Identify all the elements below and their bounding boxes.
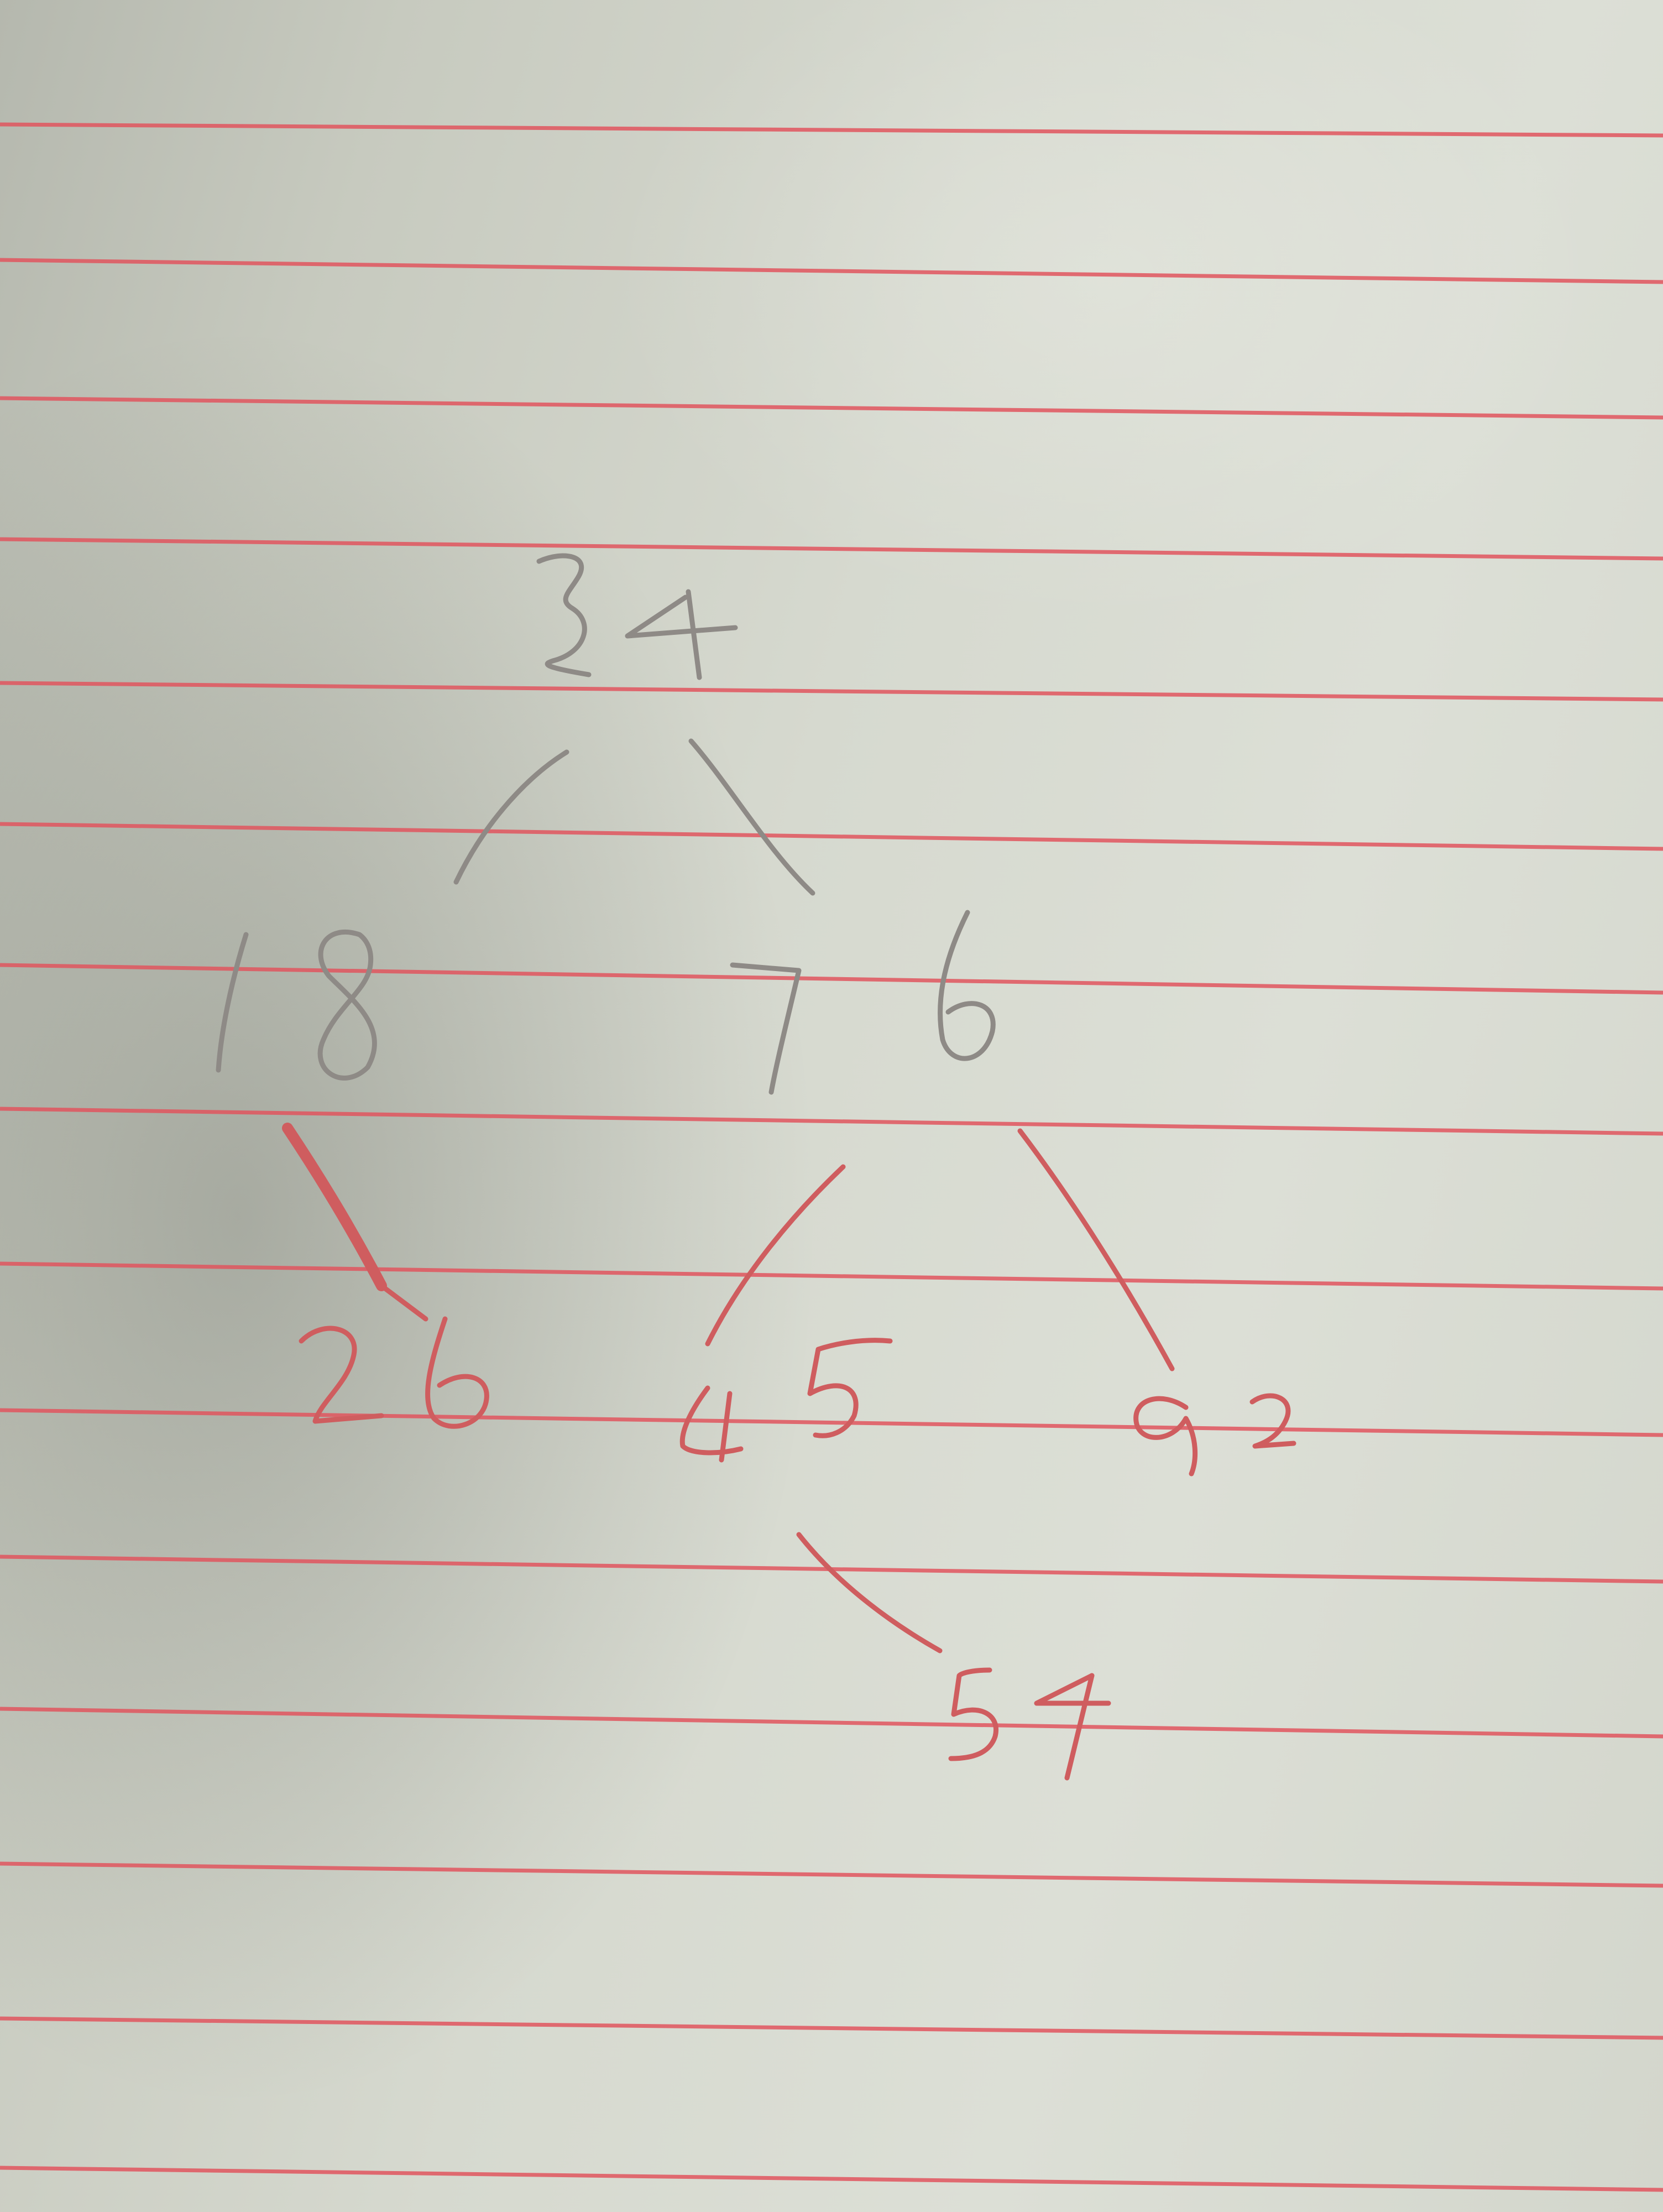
- tree-node-right: [730, 910, 996, 1095]
- ruled-line: [0, 1408, 1663, 1437]
- ruled-line: [0, 396, 1663, 420]
- edge-right-right: [1017, 1128, 1175, 1371]
- tree-node-left-right: [299, 1316, 489, 1429]
- edge-root-left: [453, 749, 569, 885]
- tree-node-right-left-right: [948, 1667, 1111, 1781]
- ruled-line: [0, 1861, 1663, 1888]
- ruled-line: [0, 1707, 1663, 1739]
- ruled-line: [0, 537, 1663, 561]
- edge-right-left-right: [796, 1532, 943, 1653]
- edge-root-right: [688, 738, 815, 896]
- tree-node-right-left: [679, 1338, 893, 1463]
- ruled-line: [0, 822, 1663, 851]
- tree-node-root: [536, 553, 738, 680]
- edge-left-right: [282, 1123, 387, 1291]
- ruled-line: [0, 963, 1663, 995]
- ruled-line: [0, 2166, 1663, 2192]
- ruled-line: [0, 2016, 1663, 2040]
- ruled-line: [0, 258, 1663, 284]
- ruled-line: [0, 681, 1663, 702]
- tree-node-left: [216, 930, 377, 1081]
- ruled-line: [0, 122, 1663, 138]
- ruled-line: [0, 1107, 1663, 1136]
- ruled-line: [0, 1261, 1663, 1291]
- tree-node-right-right: [1133, 1393, 1296, 1477]
- edge-left-right-tail: [379, 1283, 428, 1322]
- edge-right-left: [705, 1164, 846, 1347]
